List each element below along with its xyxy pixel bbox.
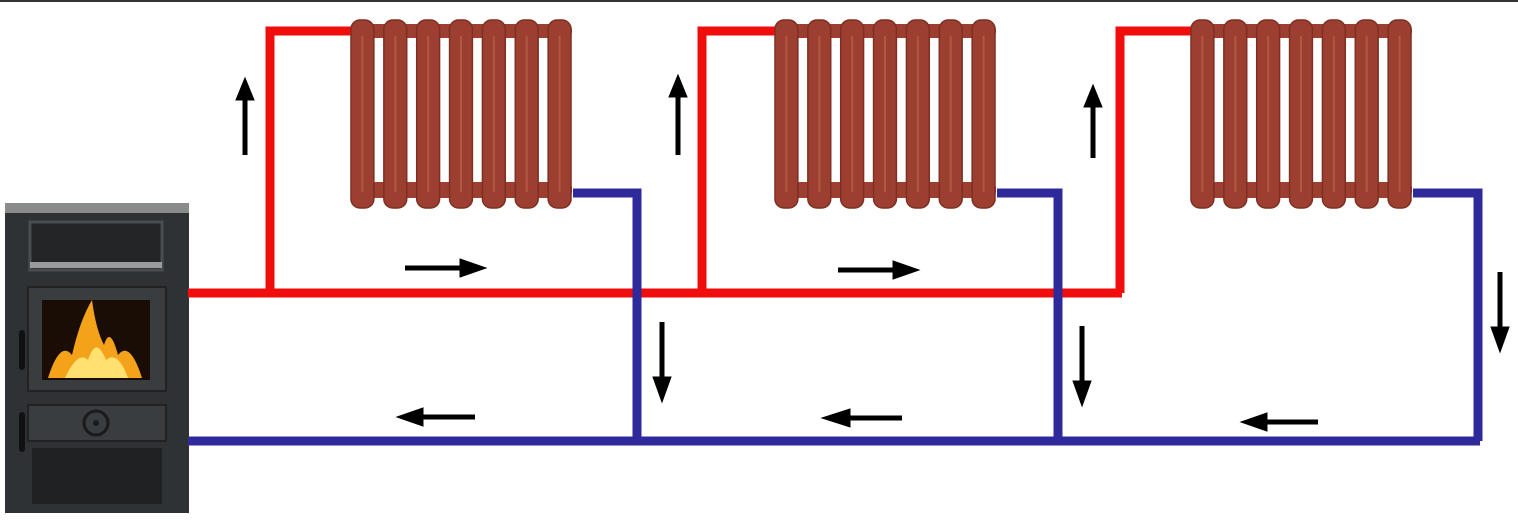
arrow-up-icon [235,76,255,155]
return-drop-pipe [573,188,642,441]
arrow-left-icon [1239,412,1318,432]
supply-riser-pipe [1115,26,1193,293]
radiators [350,19,1412,209]
arrow-left-icon [820,408,902,428]
arrow-up-icon [1083,83,1103,158]
cast-iron-radiator-icon [1190,19,1412,209]
arrow-down-icon [1490,272,1510,354]
supply-riser-pipe [697,26,777,293]
return-drop-pipe [1413,188,1483,441]
cast-iron-radiator-icon [774,19,996,209]
arrow-left-icon [395,407,475,427]
supply-riser-pipe [265,26,353,293]
wood-stove-icon [5,203,189,513]
arrow-down-icon [1072,326,1092,408]
cast-iron-radiator-icon [350,19,572,209]
pipes [188,26,1483,446]
arrow-down-icon [652,322,672,404]
arrow-right-icon [405,258,488,278]
arrow-up-icon [668,73,688,155]
arrow-right-icon [838,260,921,280]
return-drop-pipe [997,188,1063,441]
flow-arrows [235,73,1510,432]
